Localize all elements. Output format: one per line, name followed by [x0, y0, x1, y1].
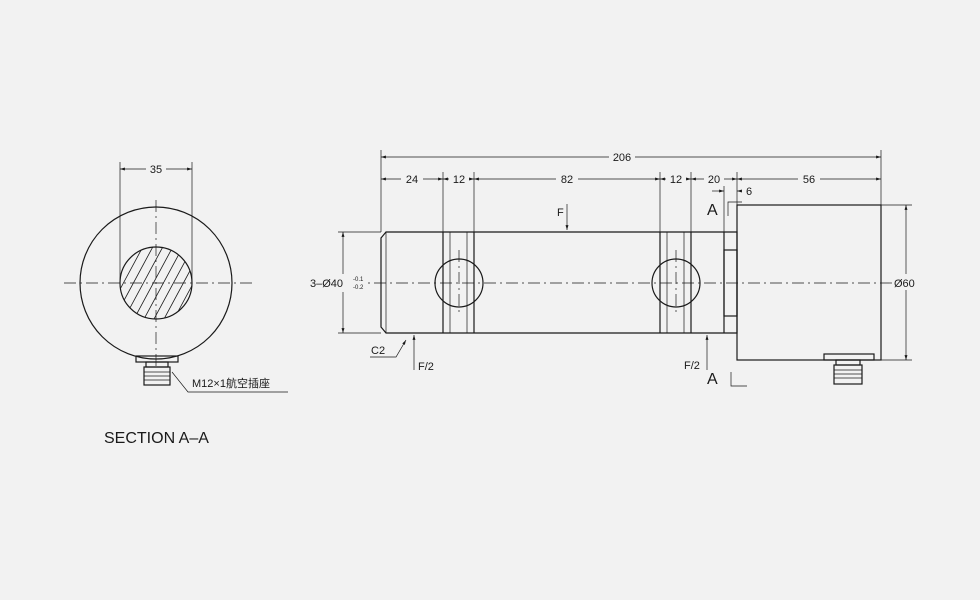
section-marker-bottom: A: [707, 371, 718, 388]
side-view: 206 24 12 82 12 20 56 6 A A: [310, 150, 922, 388]
pin-diameter-dim: 3–Ø40: [310, 278, 343, 290]
force-right-label: F/2: [684, 360, 700, 372]
connector-label: M12×1航空插座: [192, 376, 270, 390]
segment-dim-3: 82: [561, 174, 573, 186]
section-view: 35 M12×1航空插座 SECTION A–A: [64, 162, 288, 447]
shaft-outline: [380, 231, 738, 334]
chamfer-label: C2: [371, 345, 385, 357]
section-width-dim: 35: [150, 164, 162, 176]
body-connector: [823, 353, 875, 385]
hatched-section: [120, 247, 192, 319]
body-block: [736, 204, 882, 361]
segment-dim-1: 24: [406, 174, 418, 186]
offset-dim: 6: [746, 186, 752, 198]
section-marker-top: A: [707, 202, 718, 219]
segment-dim-2: 12: [453, 174, 465, 186]
section-caption: SECTION A–A: [104, 430, 209, 447]
force-left-label: F/2: [418, 361, 434, 373]
force-center-label: F: [557, 207, 564, 219]
body-diameter-dim: Ø60: [894, 278, 915, 290]
segment-dim-5: 20: [708, 174, 720, 186]
tolerance-lower: -0.2: [353, 285, 364, 291]
segment-dim-4: 12: [670, 174, 682, 186]
segment-dim-6: 56: [803, 174, 815, 186]
overall-length-dim: 206: [613, 152, 631, 164]
connector: [135, 355, 179, 386]
tolerance-upper: -0.1: [353, 277, 364, 283]
